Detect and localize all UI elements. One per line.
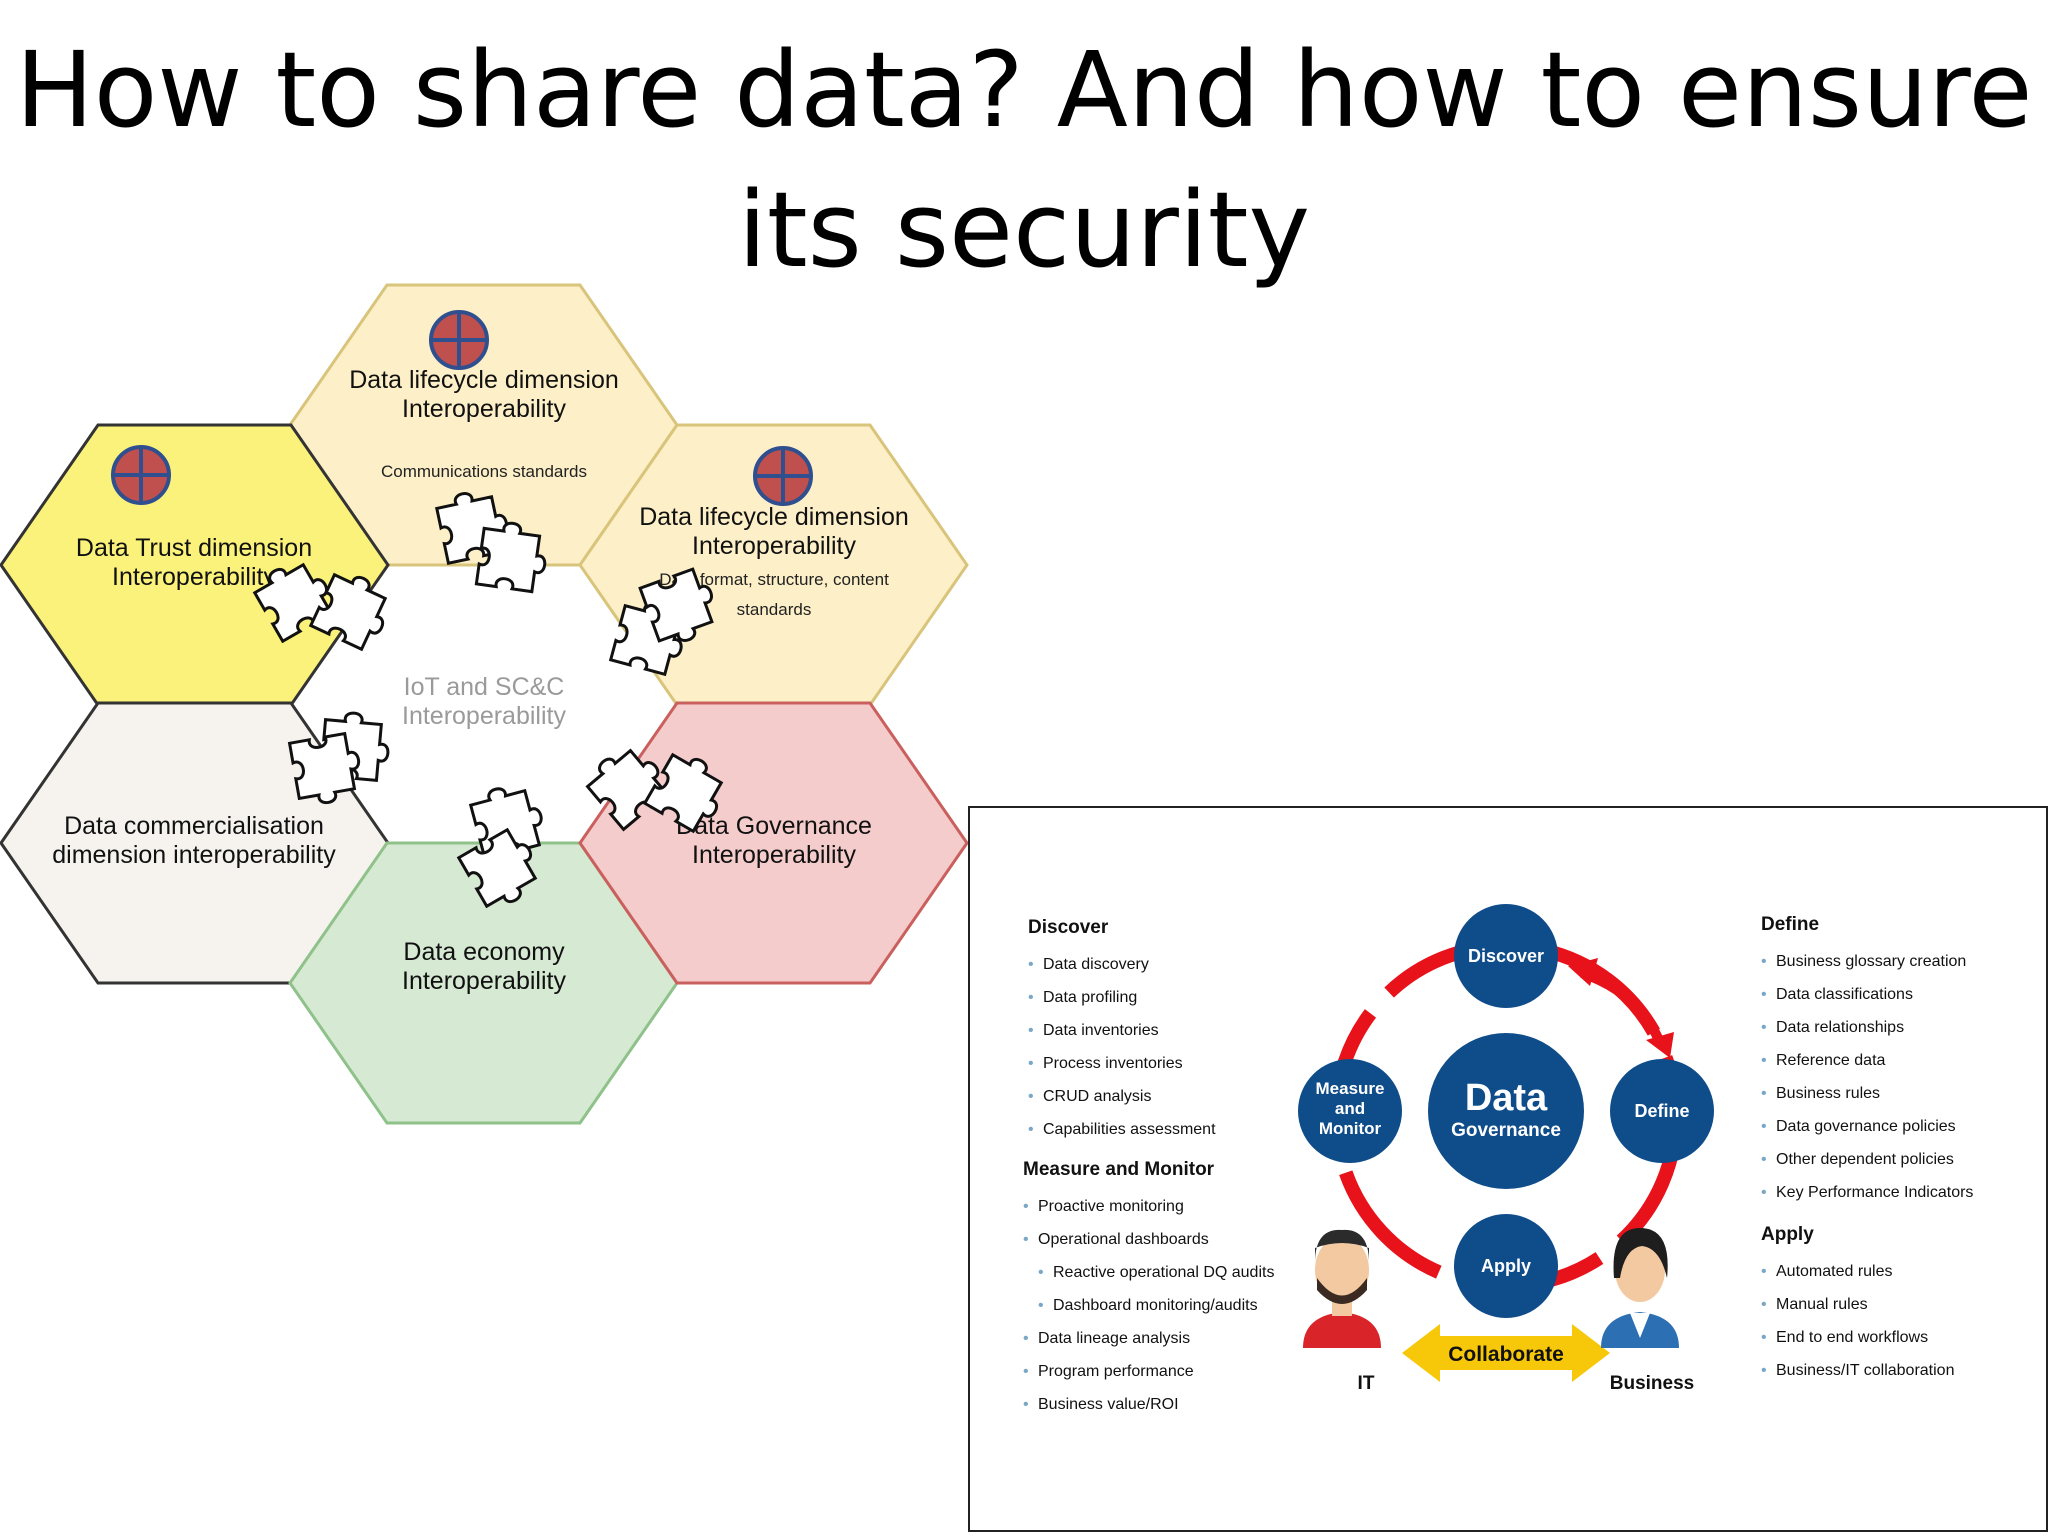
hex-lower-left-line1: Data commercialisation [64,812,324,840]
list-item: Operational dashboards [1023,1223,1274,1256]
hex-bottom-line1: Data economy [403,938,565,966]
hexagon-diagram: IoT and SC&C Interoperability Data lifec… [0,283,969,1125]
list-item: Business/IT collaboration [1761,1354,1973,1387]
list-item: Key Performance Indicators [1761,1176,1973,1209]
measure-node-line2: and [1335,1099,1365,1118]
list-subitem: Reactive operational DQ audits [1023,1256,1274,1289]
apply-list: Automated rules Manual rules End to end … [1761,1255,1973,1387]
discover-node [1454,904,1558,1008]
double-arrow-icon [1568,958,1674,1058]
define-node-label: Define [1634,1101,1689,1121]
measure-heading: Measure and Monitor [1023,1159,1215,1180]
red-cross-circle-icon [111,445,171,505]
discover-list: Data discovery Data profiling Data inven… [1028,948,1216,1146]
list-subitem: Dashboard monitoring/audits [1023,1289,1274,1322]
collaborate-label: Collaborate [1448,1343,1564,1366]
hex-top-line1: Data lifecycle dimension [349,366,619,394]
list-item: Business value/ROI [1023,1388,1274,1421]
slide-title: How to share data? And how to ensure its… [0,20,2048,300]
define-node [1610,1059,1714,1163]
hex-center-shape [290,566,677,846]
discover-column: Discover Data discovery Data profiling D… [1028,916,1216,1160]
red-cross-circle-icon [429,310,489,370]
list-item: Automated rules [1761,1255,1973,1288]
list-item: Reference data [1761,1044,1973,1077]
measure-node-line1: Measure [1316,1079,1385,1098]
hex-top-sub: Communications standards [381,462,587,481]
list-item: Business glossary creation [1761,945,1973,978]
hex-top-line2: Interoperability [402,395,566,423]
hex-lower-left-line2: dimension interoperability [52,841,336,869]
list-item: Data discovery [1028,948,1216,981]
define-list: Business glossary creation Data classifi… [1761,945,1973,1209]
apply-node [1454,1214,1558,1318]
list-item: Process inventories [1028,1047,1216,1080]
hex-top-right-line1: Data lifecycle dimension [639,503,909,531]
data-governance-panel: Data Governance Discover Define Apply Me… [968,806,2048,1532]
hex-bottom: Data economy Interoperability [288,841,679,1125]
measure-node-line3: Monitor [1319,1119,1382,1138]
title-line-1: How to share data? And how to ensure [15,29,2033,151]
it-label: IT [1358,1373,1375,1394]
list-item: Data classifications [1761,978,1973,1011]
center-label-line2: Governance [1451,1120,1561,1141]
measure-monitor-node [1298,1059,1402,1163]
list-item: Proactive monitoring [1023,1190,1274,1223]
red-cross-circle-icon [753,446,813,506]
hex-center-line1: IoT and SC&C [404,673,565,701]
list-item: Data inventories [1028,1014,1216,1047]
hex-lower-right-line2: Interoperability [692,841,856,869]
hex-top-right-line2: Interoperability [692,532,856,560]
center-label-line1: Data [1465,1077,1548,1119]
define-column: Define Business glossary creation Data c… [1761,913,1973,1401]
hex-top-right-sub1: Data format, structure, content [659,570,889,589]
list-item: CRUD analysis [1028,1080,1216,1113]
list-item: Capabilities assessment [1028,1113,1216,1146]
hex-upper-left-line1: Data Trust dimension [76,534,312,562]
hex-lower-left: Data commercialisation dimension interop… [0,701,390,985]
business-person-icon [1601,1228,1679,1348]
list-item: Manual rules [1761,1288,1973,1321]
business-label: Business [1610,1373,1694,1394]
hex-bottom-line2: Interoperability [402,967,566,995]
list-item: Data lineage analysis [1023,1322,1274,1355]
it-person-icon [1303,1229,1381,1348]
define-heading: Define [1761,914,1820,935]
title-line-2: its security [737,169,1311,291]
hex-upper-left-line2: Interoperability [112,563,276,591]
list-item: Business rules [1761,1077,1973,1110]
discover-node-label: Discover [1468,946,1544,966]
apply-heading: Apply [1761,1224,1814,1245]
list-item: End to end workflows [1761,1321,1973,1354]
measure-column: Measure and Monitor Proactive monitoring… [1023,1158,1274,1435]
list-item: Data relationships [1761,1011,1973,1044]
collaborate-arrow: Collaborate [1402,1324,1610,1382]
hex-top-right-sub2: standards [737,600,812,619]
measure-list: Proactive monitoring Operational dashboa… [1023,1190,1274,1421]
governance-cycle-diagram: Data Governance Discover Define Apply Me… [1298,904,1714,1394]
apply-node-label: Apply [1481,1256,1531,1276]
discover-heading: Discover [1028,917,1109,938]
list-item: Program performance [1023,1355,1274,1388]
hex-center: IoT and SC&C Interoperability [290,566,677,846]
data-governance-node [1428,1033,1584,1189]
list-item: Data governance policies [1761,1110,1973,1143]
list-item: Data profiling [1028,981,1216,1014]
list-item: Other dependent policies [1761,1143,1973,1176]
hex-center-line2: Interoperability [402,702,566,730]
